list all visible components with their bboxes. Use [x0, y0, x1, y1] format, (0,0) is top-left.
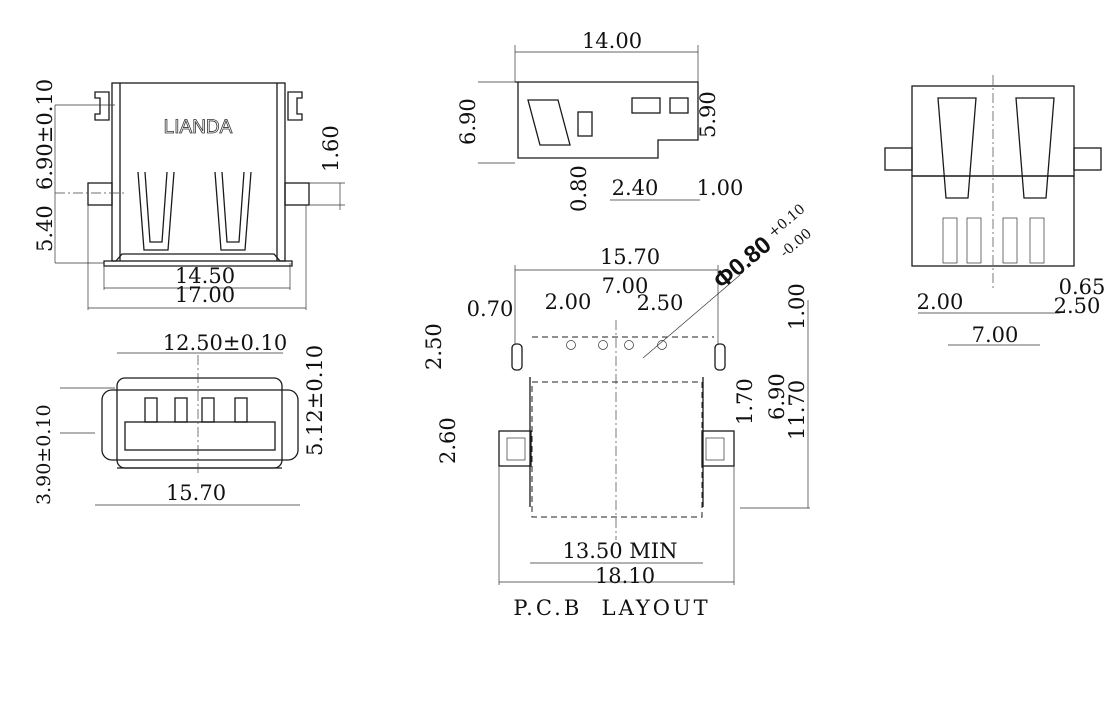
dim-a: 1.70: [733, 378, 757, 425]
dim-b: 6.90: [765, 373, 789, 420]
dim-c: 11.70: [785, 380, 809, 440]
front-view: 12.50±0.10 5.12±0.10 3.90±0.10 15.70: [33, 331, 327, 506]
dim-inner-width: 14.50: [175, 264, 235, 288]
dim-length: 14.00: [582, 29, 642, 53]
dim-offset: 0.80: [567, 165, 591, 212]
dim-height: 6.90: [456, 98, 480, 145]
top-view: LIANDA 6.90±0.10 5.40 1.60 14.50 17.00: [33, 79, 345, 310]
end-view: 2.00 0.65 2.50 7.00: [884, 75, 1106, 347]
dim-pitch2: 2.50: [1054, 294, 1101, 318]
pcb-layout-title: P.C.B LAYOUT: [513, 596, 710, 620]
dim-small: 0.65: [1059, 275, 1106, 299]
dim-pitch: 2.00: [545, 290, 592, 314]
dim-outer-width: 17.00: [175, 283, 235, 307]
dim-pitch: 2.00: [917, 290, 964, 314]
dim-overall: 15.70: [600, 245, 660, 269]
dim-edge: 0.70: [467, 297, 514, 321]
dim-width: 12.50±0.10: [163, 331, 287, 355]
dim-pitch2: 2.50: [637, 291, 684, 315]
dim-lower: 5.40: [33, 205, 57, 252]
dim-min: 13.50 MIN: [563, 539, 678, 563]
pcb-layout: 15.70 7.00 0.70 2.00 2.50 Φ0.80 +0.10 -0…: [422, 201, 815, 620]
dim-height: 5.12±0.10: [303, 345, 327, 456]
dim-pitch-total: 7.00: [602, 274, 649, 298]
dim-height: 6.90±0.10: [33, 79, 57, 190]
dim-inner-height: 5.90: [696, 91, 720, 138]
brand-logo: LIANDA: [164, 117, 233, 138]
dim-b: 1.00: [697, 176, 744, 200]
dim-tab: 1.60: [319, 125, 343, 172]
dim-a: 2.40: [612, 176, 659, 200]
dim-tab-height: 3.90±0.10: [33, 404, 55, 505]
dim-pad: 2.60: [436, 417, 460, 464]
dim-total: 18.10: [595, 564, 655, 588]
hole-diameter: Φ0.80: [709, 231, 777, 294]
side-view: 14.00 6.90 5.90 0.80 2.40 1.00: [456, 29, 743, 212]
dim-pin-span: 15.70: [166, 481, 226, 505]
dim-total: 7.00: [972, 323, 1019, 347]
dim-top: 1.00: [785, 283, 809, 330]
dim-left-tab: 2.50: [422, 323, 446, 370]
